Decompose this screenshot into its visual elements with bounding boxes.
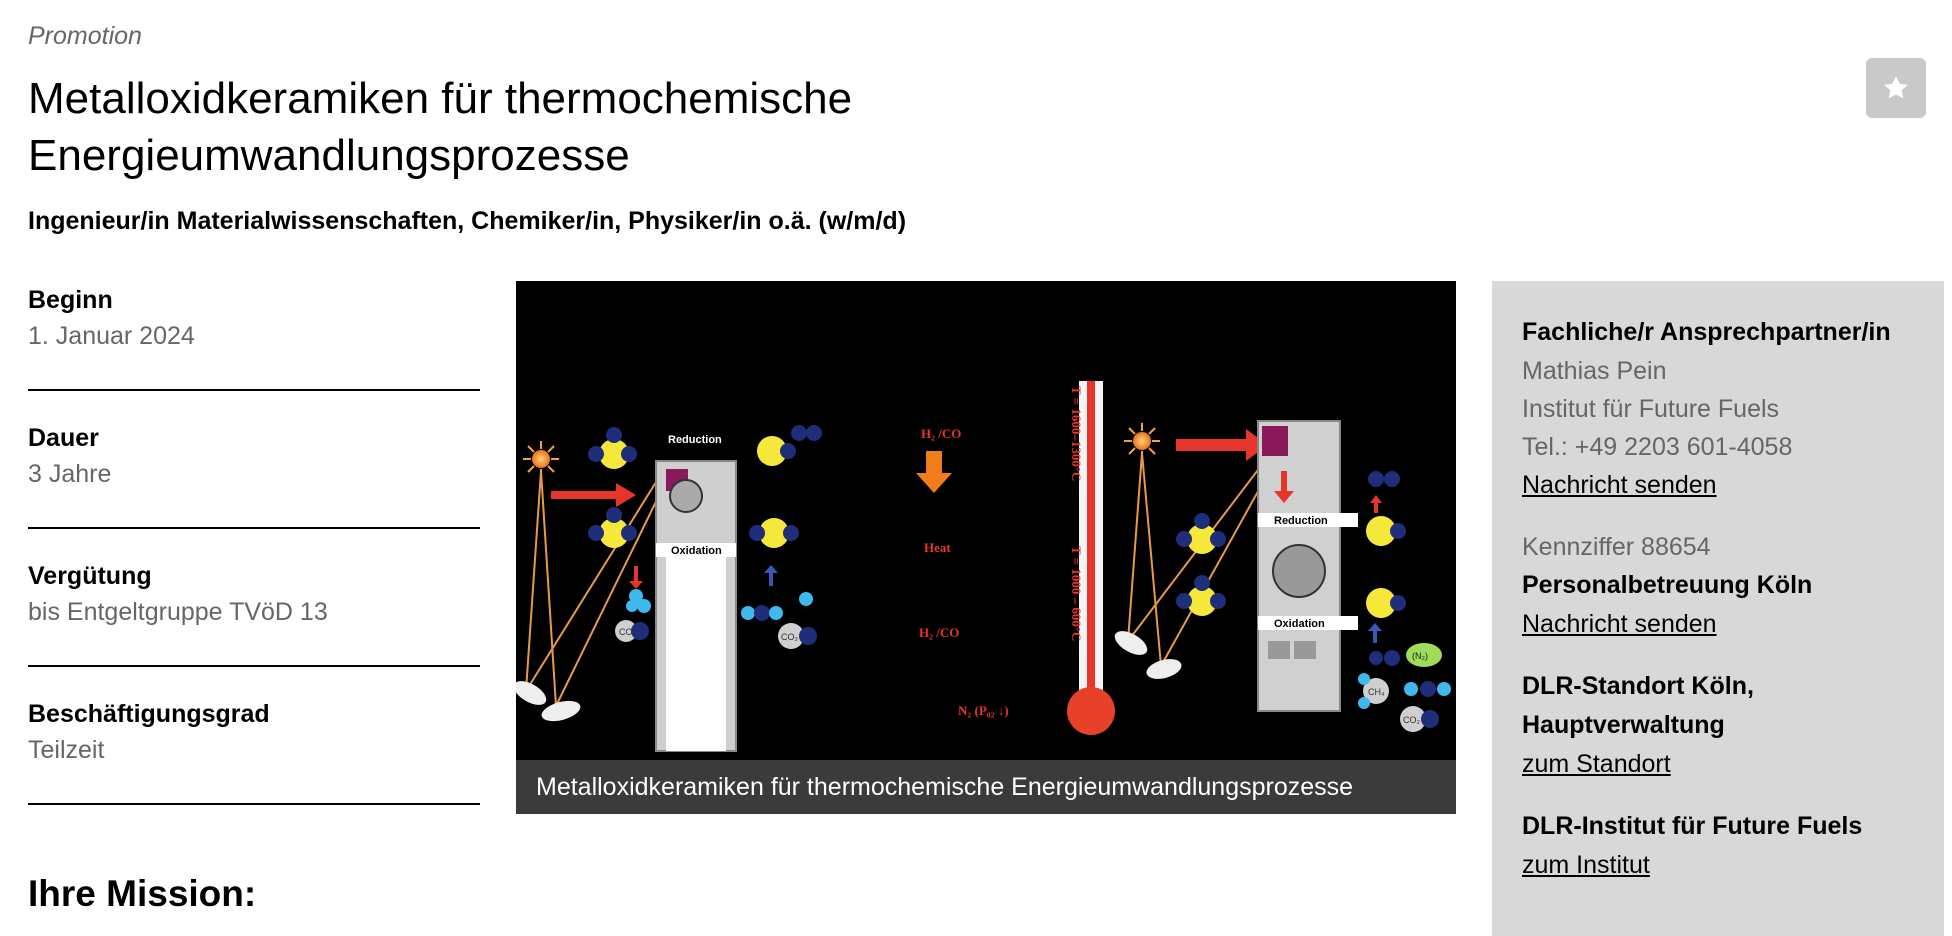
red-arrow-right (551, 483, 636, 507)
thermometer-icon (1067, 381, 1115, 735)
label-reduction-right: Reduction (1274, 515, 1328, 527)
sun-icon-left (523, 441, 559, 477)
page-title: Metalloxidkeramiken für thermochemische … (28, 74, 853, 180)
hr-block: Kennziffer 88654 Personalbetreuung Köln … (1522, 528, 1914, 643)
fact-salary: Vergütung bis Entgeltgruppe TVöD 13 (28, 529, 480, 667)
molecule-cluster-right: CH₄ (N₂) CO₂ (1176, 471, 1451, 732)
label-n2-right: (N₂) (1412, 651, 1428, 661)
category-label: Promotion (28, 22, 142, 50)
label-heat: Heat (924, 540, 951, 555)
label-oxidation-right: Oxidation (1274, 618, 1325, 630)
fact-value: 3 Jahre (28, 460, 112, 488)
label-h2co-bottom: H₂ /CO (919, 625, 959, 640)
job-facts: Beginn 1. Januar 2024 Dauer 3 Jahre Verg… (28, 283, 480, 805)
contact-institute: Institut für Future Fuels (1522, 395, 1780, 423)
molecule-cluster-middle: CO₂ (741, 425, 822, 649)
fact-label: Vergütung (28, 562, 152, 590)
label-reduction-left: Reduction (668, 434, 722, 446)
institute-block: DLR-Institut für Future Fuels zum Instit… (1522, 807, 1914, 884)
label-co2-left: CO₂ (781, 632, 799, 642)
label-co: CO (619, 627, 633, 637)
label-temp-high: T = 1600–1300°C (1069, 386, 1084, 481)
contact-sidebar: Fachliche/r Ansprechpartner/in Mathias P… (1492, 281, 1944, 936)
fact-label: Dauer (28, 424, 99, 452)
fact-start: Beginn 1. Januar 2024 (28, 283, 480, 391)
fact-employment-level: Beschäftigungsgrad Teilzeit (28, 667, 480, 805)
bookmark-button[interactable] (1866, 58, 1926, 118)
site-heading: DLR-Standort Köln, Hauptverwaltung (1522, 672, 1754, 739)
molecule-cluster-left: CO (588, 427, 651, 642)
hr-message-link[interactable]: Nachricht senden (1522, 610, 1717, 638)
reference-number: Kennziffer 88654 (1522, 533, 1711, 561)
fact-value: bis Entgeltgruppe TVöD 13 (28, 598, 328, 626)
contact-message-link[interactable]: Nachricht senden (1522, 471, 1717, 499)
fact-duration: Dauer 3 Jahre (28, 391, 480, 529)
contact-name: Mathias Pein (1522, 357, 1667, 385)
hr-heading: Personalbetreuung Köln (1522, 571, 1813, 599)
fact-value: Teilzeit (28, 736, 105, 764)
label-ch4: CH₄ (1368, 687, 1385, 697)
site-link[interactable]: zum Standort (1522, 750, 1671, 778)
contact-heading: Fachliche/r Ansprechpartner/in (1522, 318, 1891, 346)
figure-caption: Metalloxidkeramiken für thermochemische … (516, 760, 1456, 814)
red-arrow-right-2 (1176, 429, 1268, 461)
label-temp-low: T = 1000 – 600°C (1069, 546, 1084, 641)
star-icon (1884, 76, 1908, 99)
process-diagram: Reduction Oxidation CO CO₂ H₂ /CO Heat H… (516, 381, 1451, 752)
job-subtitle: Ingenieur/in Materialwissenschaften, Che… (28, 207, 907, 235)
institute-heading: DLR-Institut für Future Fuels (1522, 812, 1863, 840)
contact-phone: Tel.: +49 2203 601-4058 (1522, 433, 1793, 461)
process-figure[interactable]: Reduction Oxidation CO CO₂ H₂ /CO Heat H… (516, 281, 1456, 814)
contact-block: Fachliche/r Ansprechpartner/in Mathias P… (1522, 313, 1914, 504)
label-co2-right: CO₂ (1403, 715, 1421, 725)
institute-link[interactable]: zum Institut (1522, 851, 1650, 879)
label-h2co-top: H₂ /CO (921, 426, 961, 441)
site-block: DLR-Standort Köln, Hauptverwaltung zum S… (1522, 667, 1914, 783)
label-n2: N₂ (P₀₂ ↓) (958, 703, 1009, 718)
fact-value: 1. Januar 2024 (28, 322, 195, 350)
fact-label: Beginn (28, 286, 113, 314)
fact-label: Beschäftigungsgrad (28, 700, 270, 728)
heat-arrow-down (916, 451, 952, 493)
mission-heading: Ihre Mission: (28, 873, 257, 914)
label-oxidation-left: Oxidation (671, 545, 722, 557)
